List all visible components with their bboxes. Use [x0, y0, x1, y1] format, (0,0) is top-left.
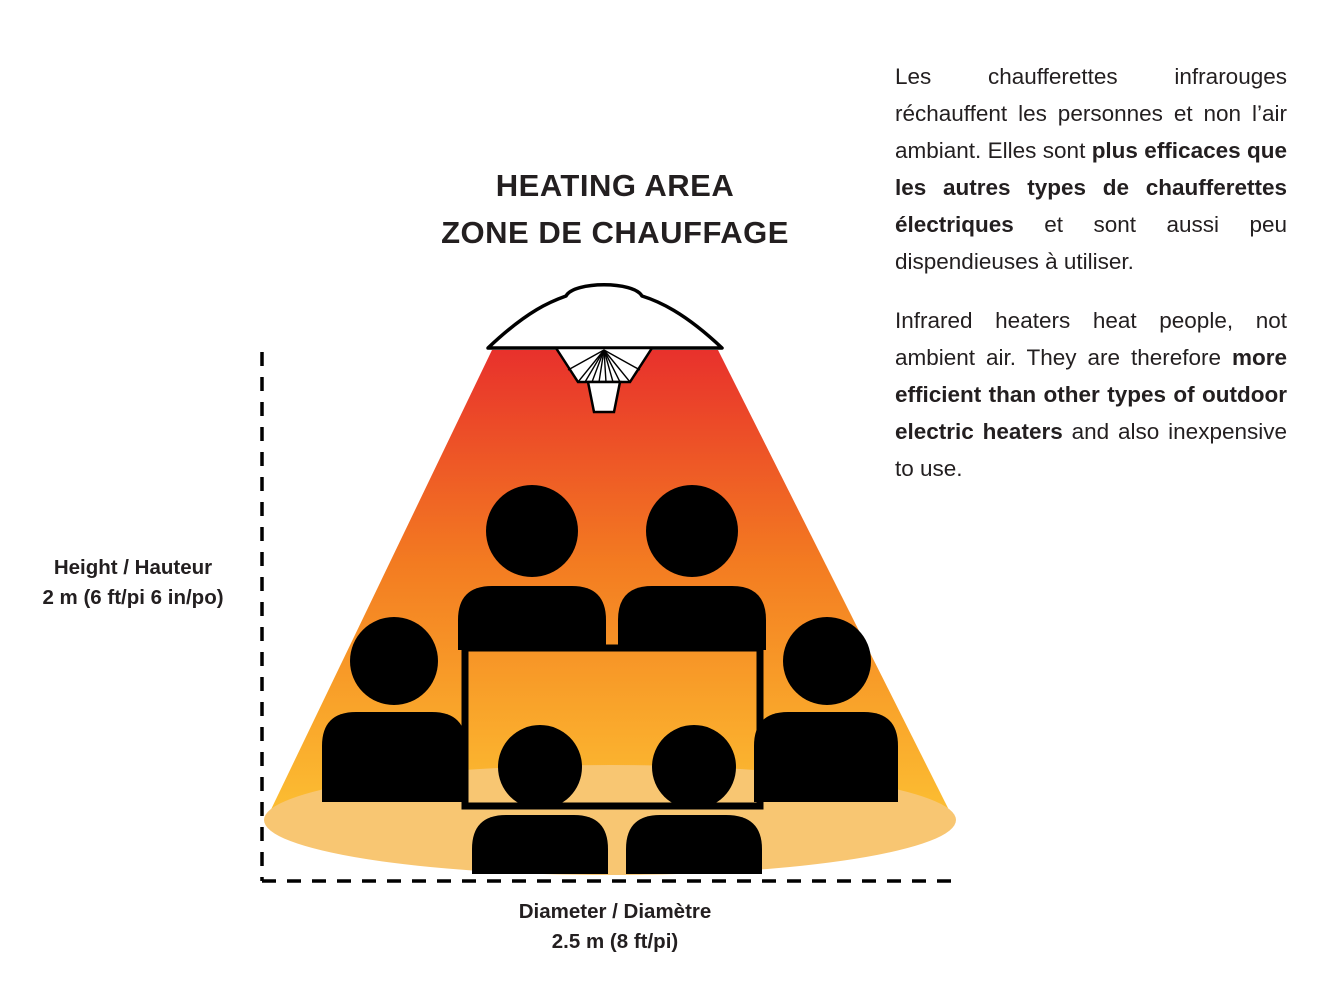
person-silhouette-body [626, 815, 762, 874]
heat-cone [265, 350, 955, 822]
height-label: Height / Hauteur 2 m (6 ft/pi 6 in/po) [8, 553, 258, 613]
heater-emitter-cup [586, 380, 622, 414]
person-silhouette-body [472, 815, 608, 874]
people-front-rows [322, 617, 898, 874]
french-text-normal-1: Les chaufferettes infrarouges réchauffen… [895, 64, 1287, 163]
person-silhouette-head [646, 485, 738, 577]
english-text-normal-1: Infrared heaters heat people, not ambien… [895, 308, 1287, 370]
person-silhouette-head [486, 485, 578, 577]
diameter-label: Diameter / Diamètre 2.5 m (8 ft/pi) [420, 897, 810, 957]
person-silhouette-head [350, 617, 438, 705]
person-silhouette-head [783, 617, 871, 705]
diameter-label-line1: Diameter / Diamètre [518, 900, 712, 923]
person-silhouette-head [498, 725, 582, 809]
patio-heater-icon [486, 283, 724, 414]
english-text-normal-2: and also inexpensive to use. [895, 419, 1287, 481]
info-text: Les chaufferettes infrarouges réchauffen… [895, 58, 1287, 509]
person-silhouette-body [618, 586, 766, 650]
info-text-english: Infrared heaters heat people, not ambien… [895, 302, 1287, 487]
heater-grill-lines [567, 349, 641, 383]
height-label-line2: 2 m (6 ft/pi 6 in/po) [42, 586, 224, 609]
person-silhouette-body [754, 712, 898, 802]
person-silhouette-body [322, 712, 466, 802]
person-silhouette-body [458, 586, 606, 650]
height-label-line1: Height / Hauteur [53, 556, 213, 579]
french-text-normal-2: et sont aussi peu dispendieuses à utilis… [895, 212, 1287, 274]
diagram-title-line2: ZONE DE CHAUFFAGE [441, 215, 789, 250]
diagram-title: HEATING AREA ZONE DE CHAUFFAGE [360, 162, 870, 256]
diameter-label-line2: 2.5 m (8 ft/pi) [551, 930, 679, 953]
french-text-bold: plus efficaces que les autres types de c… [895, 138, 1287, 237]
people-back-row [458, 485, 766, 650]
info-text-french: Les chaufferettes infrarouges réchauffen… [895, 58, 1287, 280]
diagram-title-line1: HEATING AREA [495, 168, 735, 203]
english-text-bold: more efficient than other types of outdo… [895, 345, 1287, 444]
heater-dome [486, 283, 724, 350]
person-silhouette-head [652, 725, 736, 809]
